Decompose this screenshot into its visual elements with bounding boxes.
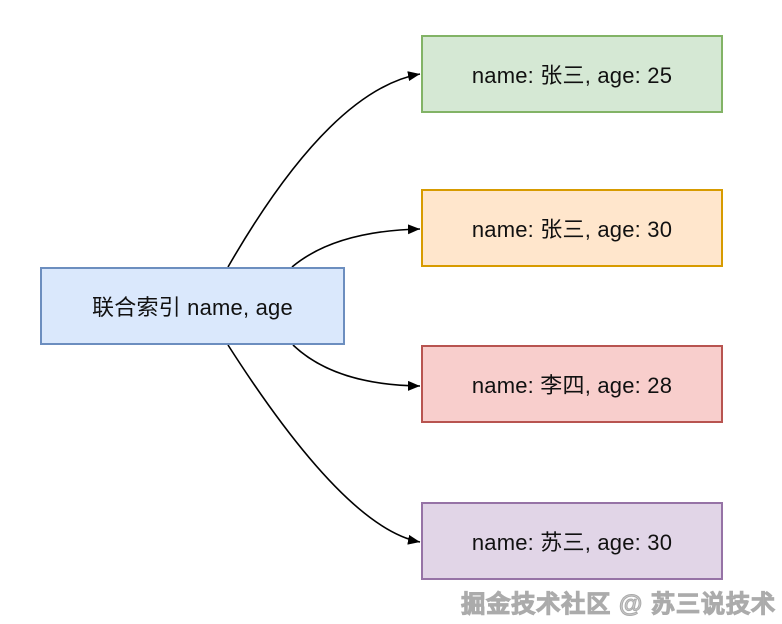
record-node-1: name: 张三, age: 25 (421, 35, 723, 113)
arrow-to-record-4 (227, 344, 421, 545)
arrow-to-record-2 (291, 224, 421, 268)
record-node-2: name: 张三, age: 30 (421, 189, 723, 267)
record-node-label: name: 张三, age: 25 (471, 63, 673, 88)
arrow-to-record-1 (227, 71, 421, 268)
record-node-label: name: 李四, age: 28 (471, 373, 673, 398)
record-node-3: name: 李四, age: 28 (421, 345, 723, 423)
record-node-4: name: 苏三, age: 30 (421, 502, 723, 580)
record-node-label: name: 张三, age: 30 (471, 217, 673, 242)
watermark: 掘金技术社区 @ 苏三说技术 (461, 591, 776, 619)
record-node-label: name: 苏三, age: 30 (471, 530, 673, 555)
root-node-label: 联合索引 name, age (92, 295, 293, 320)
root-node-joint-index: 联合索引 name, age (40, 267, 345, 345)
arrow-to-record-3 (292, 344, 421, 391)
